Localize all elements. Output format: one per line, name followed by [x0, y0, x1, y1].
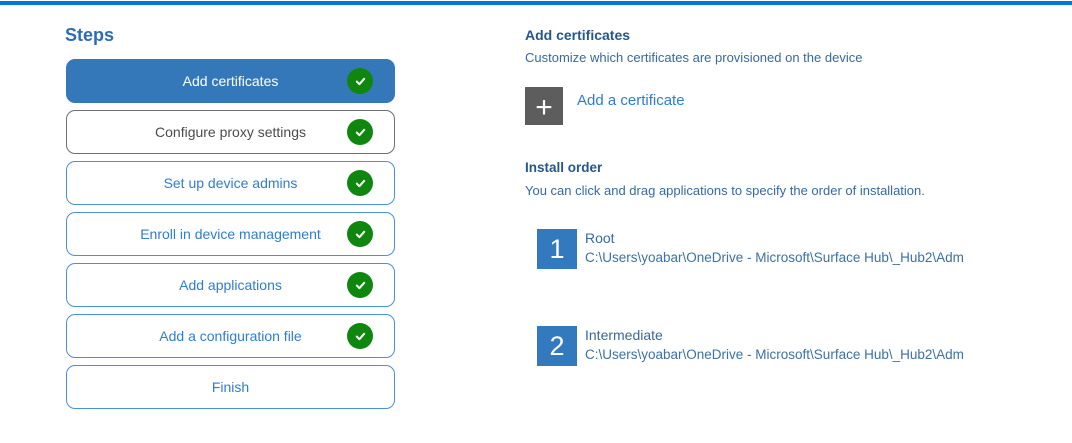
install-item-path: C:\Users\yoabar\OneDrive - Microsoft\Sur… [585, 347, 964, 362]
step-label: Enroll in device management [140, 226, 321, 242]
step-label: Add applications [179, 277, 282, 293]
install-order-subtitle: You can click and drag applications to s… [525, 183, 925, 198]
install-item-root[interactable]: 1 Root C:\Users\yoabar\OneDrive - Micros… [537, 229, 964, 269]
checkmark-icon [347, 119, 373, 145]
plus-icon: + [535, 91, 553, 124]
add-certificate-label[interactable]: Add a certificate [577, 92, 685, 109]
section-title: Add certificates [525, 27, 631, 43]
step-button-add-certificates[interactable]: Add certificates [66, 59, 395, 103]
add-certificate-button[interactable]: + [525, 87, 563, 125]
step-label: Finish [211, 379, 250, 395]
step-label: Set up device admins [163, 175, 298, 191]
step-button-add-a-configuration-file[interactable]: Add a configuration file [66, 314, 395, 358]
install-item-name: Root [585, 230, 615, 246]
install-item-intermediate[interactable]: 2 Intermediate C:\Users\yoabar\OneDrive … [537, 326, 964, 366]
steps-panel-title: Steps [65, 25, 115, 45]
install-item-name: Intermediate [585, 327, 663, 343]
install-item-text: Intermediate C:\Users\yoabar\OneDrive - … [585, 326, 964, 364]
checkmark-icon [347, 272, 373, 298]
install-order-title: Install order [525, 160, 603, 175]
checkmark-icon [347, 323, 373, 349]
step-button-finish[interactable]: Finish [66, 365, 395, 409]
step-button-enroll-in-device-management[interactable]: Enroll in device management [66, 212, 395, 256]
install-item-number: 2 [537, 326, 577, 366]
checkmark-icon [347, 170, 373, 196]
steps-panel: Add certificates Configure proxy setting… [66, 59, 395, 416]
step-label: Configure proxy settings [155, 124, 306, 140]
step-button-configure-proxy-settings[interactable]: Configure proxy settings [66, 110, 395, 154]
step-button-add-applications[interactable]: Add applications [66, 263, 395, 307]
install-item-text: Root C:\Users\yoabar\OneDrive - Microsof… [585, 229, 964, 267]
step-label: Add a configuration file [159, 328, 302, 344]
install-item-number: 1 [537, 229, 577, 269]
top-accent-bar [0, 1, 1072, 5]
section-subtitle: Customize which certificates are provisi… [525, 50, 863, 65]
step-label: Add certificates [182, 73, 279, 89]
step-button-set-up-device-admins[interactable]: Set up device admins [66, 161, 395, 205]
checkmark-icon [347, 68, 373, 94]
checkmark-icon [347, 221, 373, 247]
install-item-path: C:\Users\yoabar\OneDrive - Microsoft\Sur… [585, 250, 964, 265]
